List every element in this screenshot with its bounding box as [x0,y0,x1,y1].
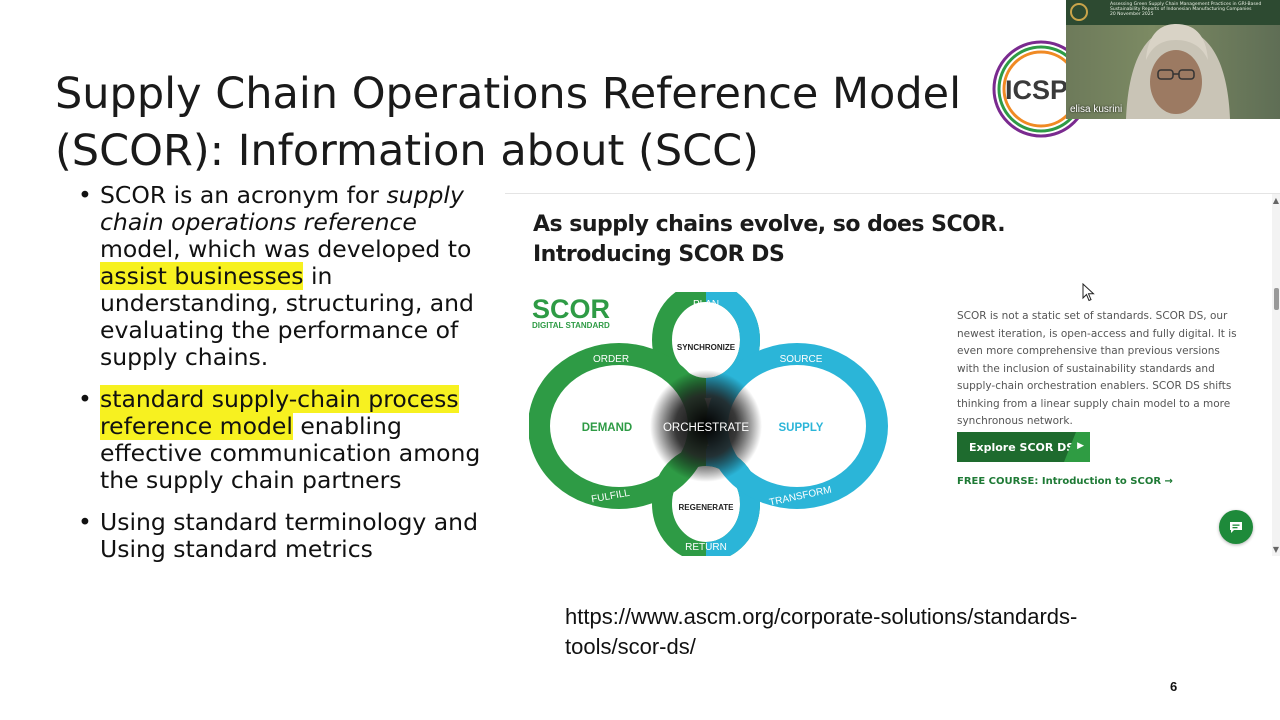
slide-title-line2: (SCOR): Information about (SCC) [55,126,759,176]
scor-ds-diagram: SCOR DIGITAL STANDARD PLAN SYNCHRONIZE O… [529,292,888,556]
label-return: RETURN [685,542,727,553]
scor-description: SCOR is not a static set of standards. S… [957,310,1237,427]
course-link-label: FREE COURSE: Introduction to SCOR [957,476,1162,487]
banner-title: Assessing Green Supply Chain Management … [1110,2,1262,13]
label-orchestrate: ORCHESTRATE [663,422,749,434]
video-banner-text: Assessing Green Supply Chain Management … [1110,2,1275,18]
scroll-up-icon[interactable]: ▲ [1272,196,1279,205]
label-demand: DEMAND [582,422,632,434]
page-number: 6 [1170,679,1178,694]
explore-button-label: Explore SCOR DS [969,440,1075,454]
bullet-1-text-a: SCOR is an acronym for [100,181,379,209]
label-plan: PLAN [693,299,719,310]
video-banner: Assessing Green Supply Chain Management … [1066,0,1280,25]
scor-logo: SCOR [532,294,610,324]
arrow-right-icon: → [1164,476,1173,487]
play-arrow-icon: ▶ [1077,441,1084,451]
webpage-scrollbar[interactable]: ▲ ▼ [1272,194,1280,556]
label-order: ORDER [593,354,629,365]
free-course-link[interactable]: FREE COURSE: Introduction to SCOR → [957,476,1173,487]
bullet-item-1: SCOR is an acronym for supply chain oper… [78,182,498,371]
orchestrate-center [650,370,762,482]
bullet-1-highlight: assist businesses [100,262,304,290]
webcam-video: Assessing Green Supply Chain Management … [1066,0,1280,119]
explore-scor-ds-button[interactable]: Explore SCOR DS ▶ [957,432,1090,462]
bullet-2-highlight: standard supply-chain process reference … [100,385,459,440]
webpage-headline-line2: Introducing SCOR DS [533,242,785,267]
bullet-3-text: Using standard terminology and Using sta… [100,508,478,563]
bullet-item-3: Using standard terminology and Using sta… [78,509,498,563]
chat-icon[interactable] [1219,510,1253,544]
banner-date: 20 November 2025 [1110,12,1154,18]
slide-title-line1: Supply Chain Operations Reference Model [55,69,962,119]
webpage-screenshot: As supply chains evolve, so does SCOR. I… [505,193,1280,556]
label-supply: SUPPLY [779,422,824,434]
chat-bubble-icon [1230,521,1242,533]
mouse-pointer-icon [1082,283,1095,302]
banner-logo-icon [1070,3,1088,21]
reference-url: https://www.ascm.org/corporate-solutions… [565,604,1078,659]
participant-silhouette [1126,24,1230,119]
bullet-item-2: standard supply-chain process reference … [78,385,498,494]
bullet-1-text-e: in understanding, structuring, and evalu… [100,262,474,371]
bullet-1-text-c: model, which was developed to [100,235,472,263]
scor-logo-sub: DIGITAL STANDARD [532,321,610,330]
label-synchronize: SYNCHRONIZE [677,343,736,352]
slide-title: Supply Chain Operations Reference Model … [55,66,961,180]
webpage-headline: As supply chains evolve, so does SCOR. I… [533,210,1006,270]
webpage-headline-line1: As supply chains evolve, so does SCOR. [533,212,1006,237]
icsp-logo-text: ICSP [1005,75,1068,105]
scroll-down-icon[interactable]: ▼ [1272,545,1279,554]
label-source: SOURCE [780,354,823,365]
label-regenerate: REGENERATE [679,503,735,512]
bullet-2-text: enabling effective communication among t… [100,412,481,494]
bullet-1-text-italic: supply chain operations reference [100,181,464,236]
participant-name: elisa kusrini [1070,104,1123,115]
scroll-thumb[interactable] [1274,288,1279,310]
bullet-list: SCOR is an acronym for supply chain oper… [78,182,498,578]
